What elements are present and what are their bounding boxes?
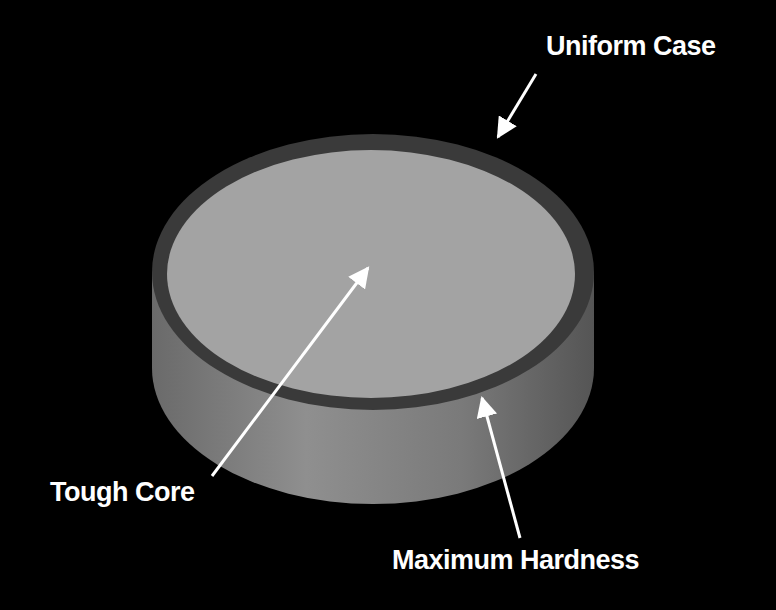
tough-core (167, 150, 575, 398)
leader-arrow (212, 268, 368, 476)
part-label: Uniform Case (546, 32, 716, 62)
leader-arrow (482, 398, 520, 538)
part-label: Tough Core (50, 478, 194, 508)
part-label: Maximum Hardness (392, 546, 639, 576)
leader-arrow (498, 74, 536, 137)
case-ring (152, 134, 594, 410)
